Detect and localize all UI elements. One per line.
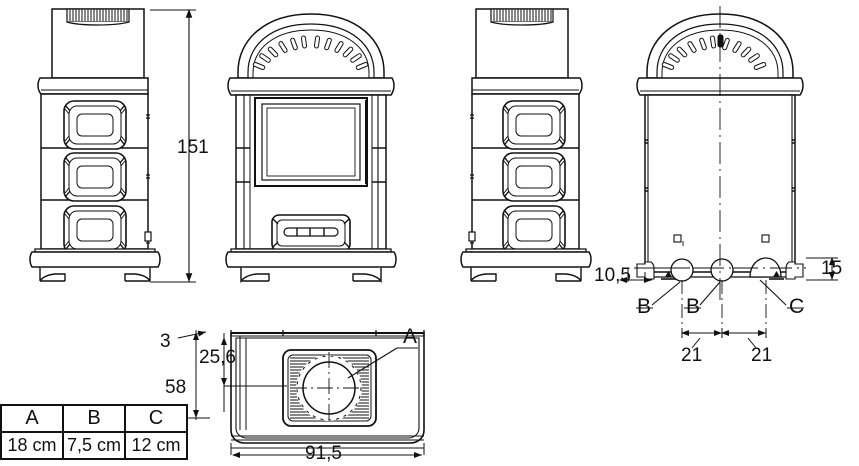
legend-table-wrapper: A B C 18 cm 7,5 cm 12 cm <box>0 404 188 460</box>
legend-header-c: C <box>124 404 188 433</box>
hotplate-assembly <box>282 349 377 427</box>
base-left <box>29 248 161 282</box>
ash-drawer-front <box>271 214 351 252</box>
vent-slots-rear <box>661 34 767 70</box>
callout-label-rear-c: C <box>789 295 805 318</box>
cornice-front <box>227 77 395 96</box>
legend-header-b: B <box>62 404 126 433</box>
callout-leaders-rear <box>636 279 804 309</box>
connections-rear <box>636 257 804 282</box>
cornice-right <box>471 77 583 95</box>
view-front-elevation <box>225 13 397 284</box>
vent-slots-front <box>252 35 369 70</box>
flue-left <box>51 8 145 79</box>
tile-panel-right-1 <box>502 100 566 150</box>
view-right-side-elevation <box>460 8 592 282</box>
dim-rear-left-offset <box>619 268 652 283</box>
dim-label-plan-width: 91,5 <box>305 443 342 464</box>
flue-right <box>475 8 569 79</box>
tile-panel-left-3 <box>63 205 127 255</box>
dim-label-plan-plate-offset: 25,6 <box>199 347 236 368</box>
dim-label-rear-spacing-left: 21 <box>681 345 703 366</box>
dim-rear-spacings <box>681 328 767 349</box>
view-top-plan <box>177 330 425 458</box>
tile-panel-left-2 <box>63 152 127 202</box>
dim-label-rear-spacing-right: 21 <box>751 345 773 366</box>
legend-value-row: 18 cm 7,5 cm 12 cm <box>0 431 188 460</box>
dim-total-height <box>150 8 196 283</box>
callout-leader-a <box>347 347 418 379</box>
legend-header-row: A B C <box>0 404 188 433</box>
tile-panel-right-3 <box>502 205 566 255</box>
view-left-side-elevation <box>29 8 161 282</box>
firebox-glass-door <box>254 97 368 187</box>
dim-label-rear-left-offset: 10,5 <box>594 265 631 286</box>
legend-value-c: 12 cm <box>124 431 188 460</box>
legend-table: A B C 18 cm 7,5 cm 12 cm <box>0 404 188 460</box>
tile-panel-right-2 <box>502 152 566 202</box>
callout-label-rear-b2: B <box>686 295 701 318</box>
callout-label-plate-a: A <box>403 325 418 348</box>
dim-label-plan-top-offset: 3 <box>160 331 171 352</box>
base-front <box>225 248 397 284</box>
legend-value-b: 7,5 cm <box>62 431 126 460</box>
dim-rear-right-offset <box>806 257 838 281</box>
legend-header-a: A <box>0 404 64 433</box>
dim-label-plan-depth: 58 <box>165 377 187 398</box>
arched-top-front <box>237 13 385 79</box>
cornice-left <box>37 77 149 95</box>
tile-panel-left-1 <box>63 100 127 150</box>
dim-label-rear-right-offset: 15 <box>821 258 843 279</box>
legend-value-a: 18 cm <box>0 431 64 460</box>
dim-label-total-height: 151 <box>177 137 209 158</box>
callout-label-rear-b1: B <box>637 295 652 318</box>
construction-lines-rear <box>681 280 767 336</box>
base-right <box>460 248 592 282</box>
view-rear-elevation <box>619 6 838 349</box>
plan-dimension-lines <box>177 330 425 458</box>
